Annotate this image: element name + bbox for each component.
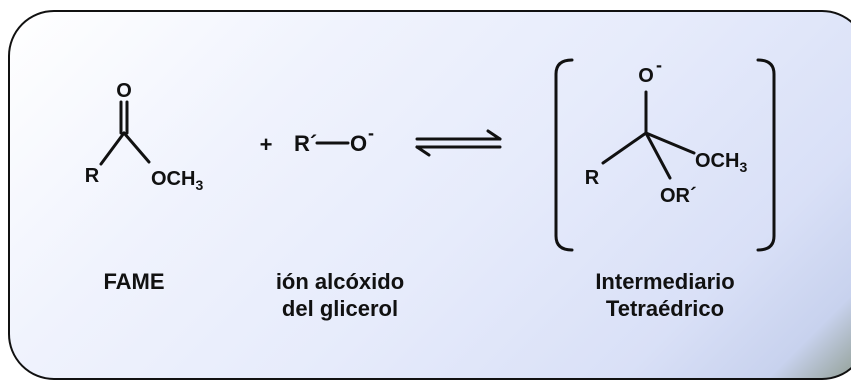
intermediate-top-o-charge: - bbox=[656, 55, 662, 75]
fame-bond-c-o-single bbox=[122, 131, 151, 164]
equilibrium-arrow-reverse-head bbox=[415, 145, 431, 157]
label-fame-text: FAME bbox=[103, 269, 165, 294]
label-intermediate-line-1: Intermediario bbox=[595, 269, 735, 294]
alkoxide-o: O bbox=[350, 131, 367, 156]
reaction-scheme: O R OCH3 + R´ O - O - R OCH3 OR´ bbox=[85, 55, 776, 252]
fame-och-subscript: 3 bbox=[195, 177, 203, 193]
label-alkoxide: ión alcóxido del glicerol bbox=[240, 268, 440, 322]
alkoxide-charge: - bbox=[368, 123, 374, 143]
label-fame: FAME bbox=[74, 268, 194, 295]
intermediate-atom-top-o: O bbox=[638, 65, 654, 87]
bracket-right bbox=[756, 58, 776, 252]
plus-sign: + bbox=[260, 132, 273, 157]
intermediate-atom-r: R bbox=[585, 167, 600, 189]
alkoxide-r: R´ bbox=[294, 131, 317, 156]
fame-och-text: OCH bbox=[151, 168, 195, 190]
fame-bond-r-c bbox=[99, 131, 126, 166]
intermediate-och-subscript: 3 bbox=[739, 159, 747, 175]
intermediate-bond-c-or bbox=[644, 131, 672, 180]
equilibrium-arrow-forward-head bbox=[486, 129, 502, 141]
intermediate-bond-c-r bbox=[601, 131, 648, 165]
diagram-panel bbox=[8, 10, 851, 380]
fame-atom-och: OCH3 bbox=[151, 168, 203, 193]
intermediate-och-text: OCH bbox=[695, 150, 739, 172]
intermediate-bond-c-och3 bbox=[644, 131, 696, 155]
label-intermediate: Intermediario Tetraédrico bbox=[570, 268, 760, 322]
intermediate-atom-or: OR´ bbox=[660, 185, 697, 207]
label-alkoxide-line-1: ión alcóxido bbox=[275, 269, 405, 294]
fame-atom-r: R bbox=[85, 165, 100, 187]
intermediate-atom-och: OCH3 bbox=[695, 150, 747, 175]
fame-atom-carbonyl-o: O bbox=[116, 80, 132, 102]
label-alkoxide-line-2: del glicerol bbox=[281, 296, 399, 321]
bracket-left bbox=[554, 58, 574, 252]
label-intermediate-line-2: Tetraédrico bbox=[605, 296, 725, 321]
